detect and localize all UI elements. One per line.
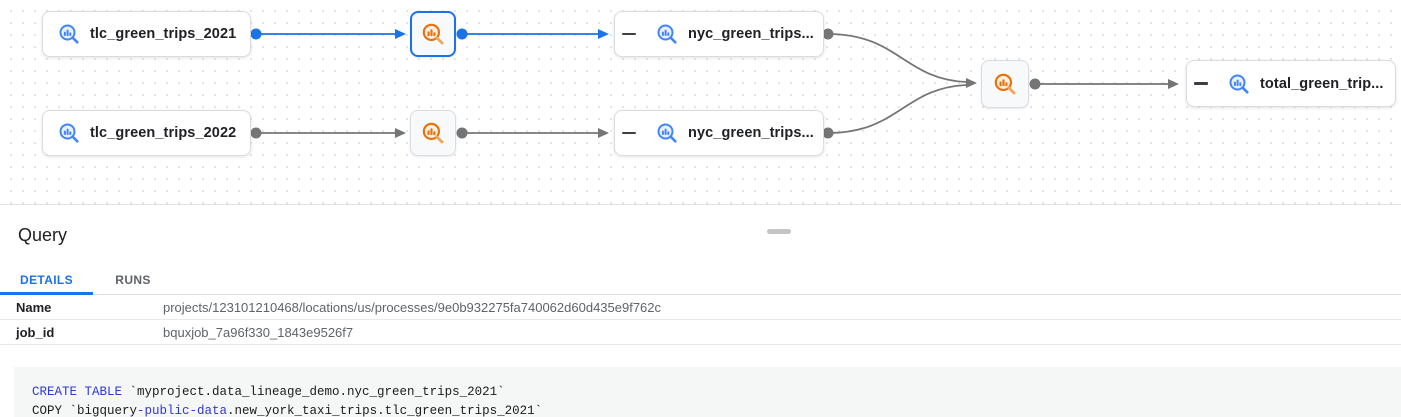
sql-text: `myproject.data_lineage_demo.nyc_green_t…	[122, 385, 505, 399]
collapse-minus-icon[interactable]	[622, 131, 636, 135]
collapse-minus-icon[interactable]	[1194, 82, 1208, 85]
bigquery-process-icon	[992, 71, 1018, 97]
lineage-graph-canvas[interactable]: tlc_green_trips_2021 tlc_green_trips_202…	[0, 0, 1401, 205]
sql-text: .new_york_taxi_trips.tlc_green_trips_202…	[227, 404, 543, 417]
table-row: Name projects/123101210468/locations/us/…	[0, 295, 1401, 320]
detail-label: job_id	[16, 324, 55, 340]
bigquery-table-icon	[655, 22, 679, 46]
panel-resize-handle[interactable]	[767, 229, 791, 234]
node-label: nyc_green_trips...	[688, 125, 814, 141]
process-node-union[interactable]	[981, 60, 1029, 108]
sql-code-block: CREATE TABLE `myproject.data_lineage_dem…	[14, 367, 1401, 417]
node-label: tlc_green_trips_2022	[90, 125, 237, 141]
bigquery-table-icon	[655, 121, 679, 145]
tab-details[interactable]: DETAILS	[0, 265, 93, 295]
node-nyc-green-trips-2022[interactable]: nyc_green_trips...	[614, 110, 824, 156]
collapse-minus-icon[interactable]	[622, 32, 636, 36]
sql-keyword: CREATE TABLE	[32, 385, 123, 399]
table-row: job_id bquxjob_7a96f330_1843e9526f7	[0, 320, 1401, 345]
node-label: tlc_green_trips_2021	[90, 26, 237, 42]
panel-tabs: DETAILS RUNS	[0, 265, 1401, 295]
details-panel: Query DETAILS RUNS Name projects/1231012…	[0, 225, 1401, 417]
bigquery-table-icon	[57, 121, 81, 145]
details-table: Name projects/123101210468/locations/us/…	[0, 295, 1401, 345]
node-tlc-green-trips-2022[interactable]: tlc_green_trips_2022	[42, 110, 251, 156]
sql-text: COPY `bigquery	[32, 404, 138, 417]
bigquery-table-icon	[1227, 72, 1251, 96]
process-node-copy-2022[interactable]	[410, 110, 456, 156]
node-nyc-green-trips-2021[interactable]: nyc_green_trips...	[614, 11, 824, 57]
node-label: nyc_green_trips...	[688, 26, 814, 42]
detail-value: projects/123101210468/locations/us/proce…	[163, 299, 662, 315]
detail-label: Name	[16, 299, 52, 315]
node-tlc-green-trips-2021[interactable]: tlc_green_trips_2021	[42, 11, 251, 57]
bigquery-process-icon	[420, 120, 446, 146]
bigquery-table-icon	[57, 22, 81, 46]
sql-keyword: -public-data	[137, 404, 228, 417]
tab-runs[interactable]: RUNS	[115, 272, 151, 287]
code-line: CREATE TABLE `myproject.data_lineage_dem…	[32, 385, 542, 417]
lineage-edges	[250, 28, 1179, 139]
process-node-copy-2021[interactable]	[410, 11, 456, 57]
bigquery-process-icon	[420, 21, 446, 47]
node-total-green-trips[interactable]: total_green_trip...	[1186, 60, 1396, 107]
panel-title: Query	[18, 225, 68, 245]
detail-value: bquxjob_7a96f330_1843e9526f7	[163, 324, 354, 340]
node-label: total_green_trip...	[1260, 75, 1384, 92]
